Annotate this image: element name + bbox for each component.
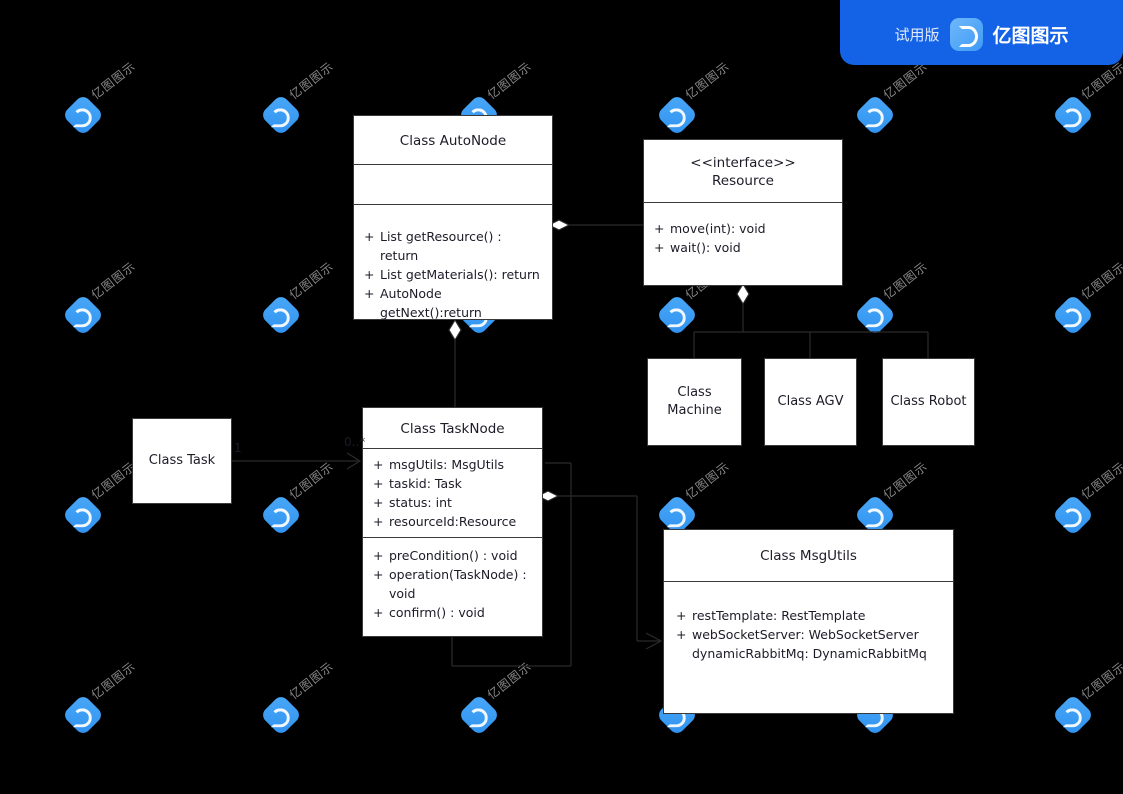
- resource-header: <<interface>> Resource: [644, 140, 842, 202]
- resource-title: Resource: [712, 173, 774, 190]
- msgutils-title: Class MsgUtils: [760, 548, 857, 564]
- visibility-marker: +: [373, 567, 384, 583]
- visibility-marker: +: [373, 495, 384, 511]
- autonode-methods-section: + List getResource() : return + List get…: [354, 204, 552, 330]
- visibility-marker: +: [373, 476, 384, 492]
- tasknode-attribute-3: + resourceId:Resource: [373, 512, 532, 531]
- method-signature: confirm() : void: [389, 605, 485, 621]
- method-signature: preCondition() : void: [389, 548, 518, 564]
- attribute-signature: status: int: [389, 495, 452, 511]
- method-signature: AutoNode getNext():return: [380, 286, 482, 321]
- visibility-marker: +: [373, 514, 384, 530]
- resource-method-1: + wait(): void: [654, 238, 832, 257]
- tasknode-method-1: + operation(TaskNode) : void: [373, 565, 532, 603]
- visibility-marker: +: [364, 286, 375, 302]
- visibility-marker: +: [676, 608, 687, 624]
- badge-content: 试用版 亿图图示: [894, 18, 1069, 51]
- class-box-msgutils[interactable]: Class MsgUtils + restTemplate: RestTempl…: [663, 529, 954, 714]
- visibility-marker: +: [364, 267, 375, 283]
- autonode-attributes-section: [354, 164, 552, 204]
- arrowhead-task-tasknode: [346, 452, 362, 470]
- visibility-marker: +: [373, 548, 384, 564]
- visibility-marker: +: [373, 605, 384, 621]
- visibility-marker: +: [654, 221, 665, 237]
- product-name-label: 亿图图示: [992, 25, 1069, 47]
- attribute-signature: restTemplate: RestTemplate: [692, 608, 866, 624]
- visibility-marker: +: [373, 457, 384, 473]
- method-signature: move(int): void: [670, 221, 766, 237]
- autonode-title: Class AutoNode: [399, 133, 507, 149]
- msgutils-attribute-1: + webSocketServer: WebSocketServer: [676, 625, 941, 644]
- class-box-agv[interactable]: Class AGV: [764, 358, 857, 446]
- class-box-autonode[interactable]: Class AutoNode + List getResource() : re…: [353, 115, 553, 320]
- autonode-method-1: + List getMaterials(): return: [364, 265, 542, 284]
- tasknode-method-0: + preCondition() : void: [373, 546, 532, 565]
- attribute-signature: webSocketServer: WebSocketServer: [692, 627, 919, 643]
- edraw-logo-icon: [949, 18, 983, 51]
- resource-stereotype: <<interface>>: [690, 155, 796, 171]
- attribute-signature: msgUtils: MsgUtils: [389, 457, 505, 473]
- method-signature: List getMaterials(): return: [380, 267, 540, 283]
- tasknode-attribute-1: + taskid: Task: [373, 474, 532, 493]
- visibility-marker: +: [676, 627, 687, 643]
- trial-version-badge: 试用版 亿图图示: [840, 0, 1123, 65]
- tasknode-methods-section: + preCondition() : void + operation(Task…: [363, 537, 542, 628]
- arrowhead-tasknode-msgutils: [645, 632, 663, 650]
- attribute-signature: dynamicRabbitMq: DynamicRabbitMq: [692, 646, 927, 662]
- class-box-tasknode[interactable]: Class TaskNode + msgUtils: MsgUtils + ta…: [362, 407, 543, 637]
- tasknode-method-2: + confirm() : void: [373, 603, 532, 622]
- class-box-task[interactable]: Class Task: [132, 418, 232, 504]
- tasknode-attributes-section: + msgUtils: MsgUtils + taskid: Task + st…: [363, 448, 542, 537]
- resource-method-0: + move(int): void: [654, 219, 832, 238]
- method-signature: List getResource() : return: [380, 229, 502, 264]
- aggregation-diamond-resource-tree: [736, 282, 750, 306]
- resource-methods-section: + move(int): void + wait(): void: [644, 202, 842, 265]
- method-signature: wait(): void: [670, 240, 741, 256]
- msgutils-attributes-section: + restTemplate: RestTemplate + webSocket…: [664, 581, 953, 671]
- method-signature: operation(TaskNode) : void: [389, 567, 527, 602]
- autonode-method-2: + AutoNode getNext():return: [364, 284, 542, 322]
- msgutils-attribute-0: + restTemplate: RestTemplate: [676, 606, 941, 625]
- visibility-marker: +: [654, 240, 665, 256]
- class-box-robot[interactable]: Class Robot: [882, 358, 975, 446]
- autonode-method-0: + List getResource() : return: [364, 227, 542, 265]
- class-box-machine[interactable]: Class Machine: [647, 358, 742, 446]
- visibility-marker: +: [364, 229, 375, 245]
- attribute-signature: resourceId:Resource: [389, 514, 517, 530]
- attribute-signature: taskid: Task: [389, 476, 462, 492]
- msgutils-attribute-2: dynamicRabbitMq: DynamicRabbitMq: [676, 644, 941, 663]
- tasknode-title: Class TaskNode: [400, 421, 505, 437]
- tasknode-attribute-2: + status: int: [373, 493, 532, 512]
- trial-label: 试用版: [894, 26, 940, 44]
- multiplicity-tasknode-end: 0..*: [344, 435, 366, 449]
- tasknode-attribute-0: + msgUtils: MsgUtils: [373, 455, 532, 474]
- class-box-resource[interactable]: <<interface>> Resource + move(int): void…: [643, 139, 843, 286]
- multiplicity-task-end: 1: [234, 441, 242, 455]
